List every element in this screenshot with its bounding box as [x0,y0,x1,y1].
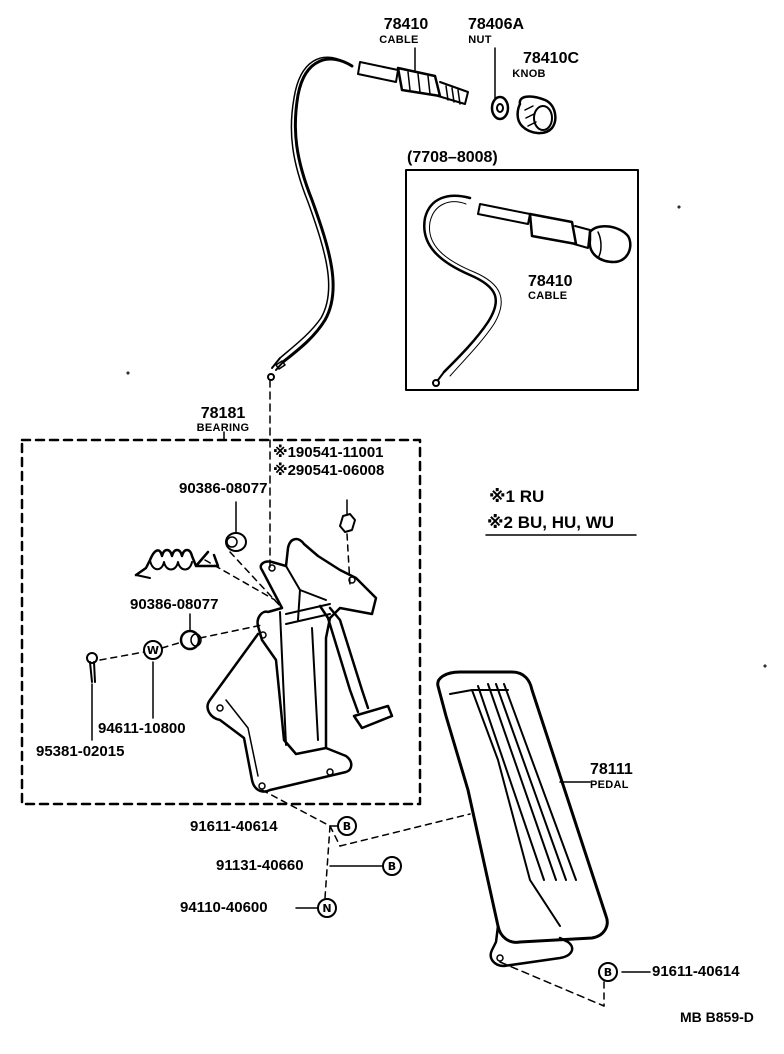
knob-78410c [516,95,557,135]
label-cable-name: CABLE [379,34,419,46]
ref-95381-02015: 95381-02015 [36,743,125,760]
label-pedal-name: PEDAL [590,779,629,791]
diagram-code: MB B859-D [680,1009,754,1025]
badge-bolt-3: B [598,962,618,982]
svg-text:W: W [147,644,159,657]
pedal-bracket [206,537,394,793]
label-bearing-number: 78181 [200,405,246,422]
nut-78406a [490,95,510,121]
label-cable-number: 78410 [383,16,429,33]
label-nut-name: NUT [468,34,492,46]
label-pedal-number: 78111 [590,761,633,778]
inset-cable [422,194,632,387]
svg-text:B: B [388,860,396,873]
cable-assembly [267,56,469,381]
ref-91131-40660: 91131-40660 [216,857,304,874]
label-bearing-name: BEARING [196,422,250,434]
badge-washer-w: W [143,640,163,660]
label-nut-number: 78406A [467,16,525,33]
svg-text:B: B [343,820,351,833]
ref-90386-upper: 90386-08077 [179,480,268,497]
svg-text:B: B [604,966,612,979]
label-knob-name: KNOB [512,68,546,80]
inset-period-label: (7708–8008) [407,149,498,166]
inset-box [405,169,639,391]
badge-bolt-2: B [382,856,402,876]
pin-95381 [86,624,263,741]
legend-line-2: ※2 BU, HU, WU [487,513,615,532]
bearing-box [20,438,422,806]
badge-bolt-1: B [337,816,357,836]
ref-190541-11001: ※190541-11001 [273,444,384,461]
stopper-bolt [339,499,356,586]
bushing-lower [179,613,202,651]
ref-94110-40600: 94110-40600 [180,899,268,916]
return-spring [134,548,276,601]
label-inset-cable-name: CABLE [528,290,568,302]
ref-91611-40614-a: 91611-40614 [190,818,278,835]
badge-nut: N [317,898,337,918]
ref-90386-lower: 90386-08077 [130,596,219,613]
ref-290541-06008: ※290541-06008 [273,462,385,479]
accelerator-pedal [436,670,651,1007]
cable-wire [281,57,354,364]
legend-line-1: ※1 RU [489,487,545,506]
svg-text:N: N [322,902,331,915]
label-inset-cable-number: 78410 [528,273,573,290]
bushing-upper [225,501,283,609]
ref-94611-10800: 94611-10800 [98,720,186,737]
label-knob-number: 78410C [522,50,580,67]
ref-91611-40614-b: 91611-40614 [652,963,740,980]
